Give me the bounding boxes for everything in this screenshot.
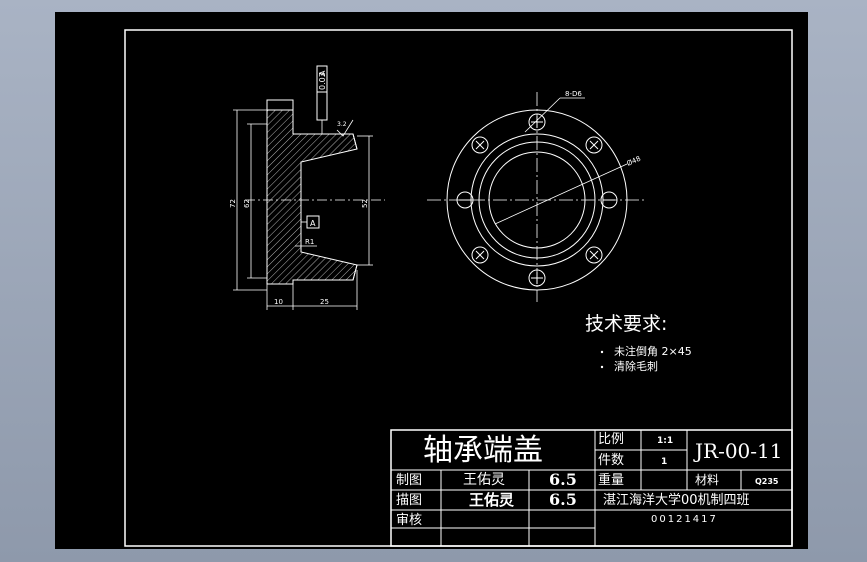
scale-label: 比例 xyxy=(598,432,624,447)
qty-value: 1 xyxy=(661,457,667,467)
dim-outer-dia: 72 xyxy=(229,199,237,208)
scale-value: 1:1 xyxy=(657,436,673,446)
tolerance-datum: A xyxy=(318,70,327,76)
front-view xyxy=(427,92,647,302)
traced-date: 6.5 xyxy=(549,490,577,509)
cad-viewport[interactable]: 0.03 A 3.2 72 62 52 A R1 10 25 xyxy=(55,12,808,549)
material-label: 材料 xyxy=(695,473,719,487)
material-value: Q235 xyxy=(755,477,779,486)
drafted-label: 制图 xyxy=(396,473,422,488)
part-name: 轴承端盖 xyxy=(423,433,543,468)
side-section-view xyxy=(233,65,385,310)
drafted-date: 6.5 xyxy=(549,470,577,489)
front-view-annotations: 8-D6 Ø48 xyxy=(565,90,642,168)
title-block xyxy=(390,429,793,547)
radius-label: R1 xyxy=(305,238,314,246)
traced-label: 描图 xyxy=(396,493,422,508)
title-block-text: 轴承端盖 比例 1:1 件数 1 JR-00-11 重量 材料 Q235 制图 … xyxy=(396,432,783,528)
weight-label: 重量 xyxy=(598,472,624,488)
bolt-holes xyxy=(456,113,618,287)
bolt-circle-label: Ø48 xyxy=(626,155,642,168)
tech-req-title: 技术要求: xyxy=(585,313,667,335)
drafted-name: 王佑灵 xyxy=(463,472,505,488)
tolerance-value: 0.03 xyxy=(318,72,327,90)
sheet-border xyxy=(124,29,793,547)
school-name: 湛江海洋大学00机制四班 xyxy=(603,492,750,508)
dim-length: 25 xyxy=(320,298,329,306)
tech-req-item: 清除毛刺 xyxy=(614,359,658,373)
drawing-number: JR-00-11 xyxy=(693,439,783,463)
student-id: 00121417 xyxy=(651,514,718,525)
technical-requirements: 技术要求: 未注倒角 2×45 清除毛刺 xyxy=(585,313,692,373)
drawing-canvas: 0.03 A 3.2 72 62 52 A R1 10 25 xyxy=(124,29,793,547)
side-view-annotations: 0.03 A 3.2 72 62 52 A R1 10 25 xyxy=(229,70,369,306)
dim-bore-dia: 52 xyxy=(361,199,369,208)
surface-finish-label: 3.2 xyxy=(337,121,347,128)
traced-name: 王佑灵 xyxy=(469,491,515,509)
checked-label: 审核 xyxy=(396,513,422,528)
dim-thickness: 10 xyxy=(274,298,283,306)
tech-req-item: 未注倒角 2×45 xyxy=(614,344,692,358)
dim-pilot-dia: 62 xyxy=(243,199,251,208)
flange-section xyxy=(266,109,358,285)
qty-label: 件数 xyxy=(598,453,624,468)
datum-label: A xyxy=(310,219,316,228)
holes-label: 8-D6 xyxy=(565,90,582,98)
